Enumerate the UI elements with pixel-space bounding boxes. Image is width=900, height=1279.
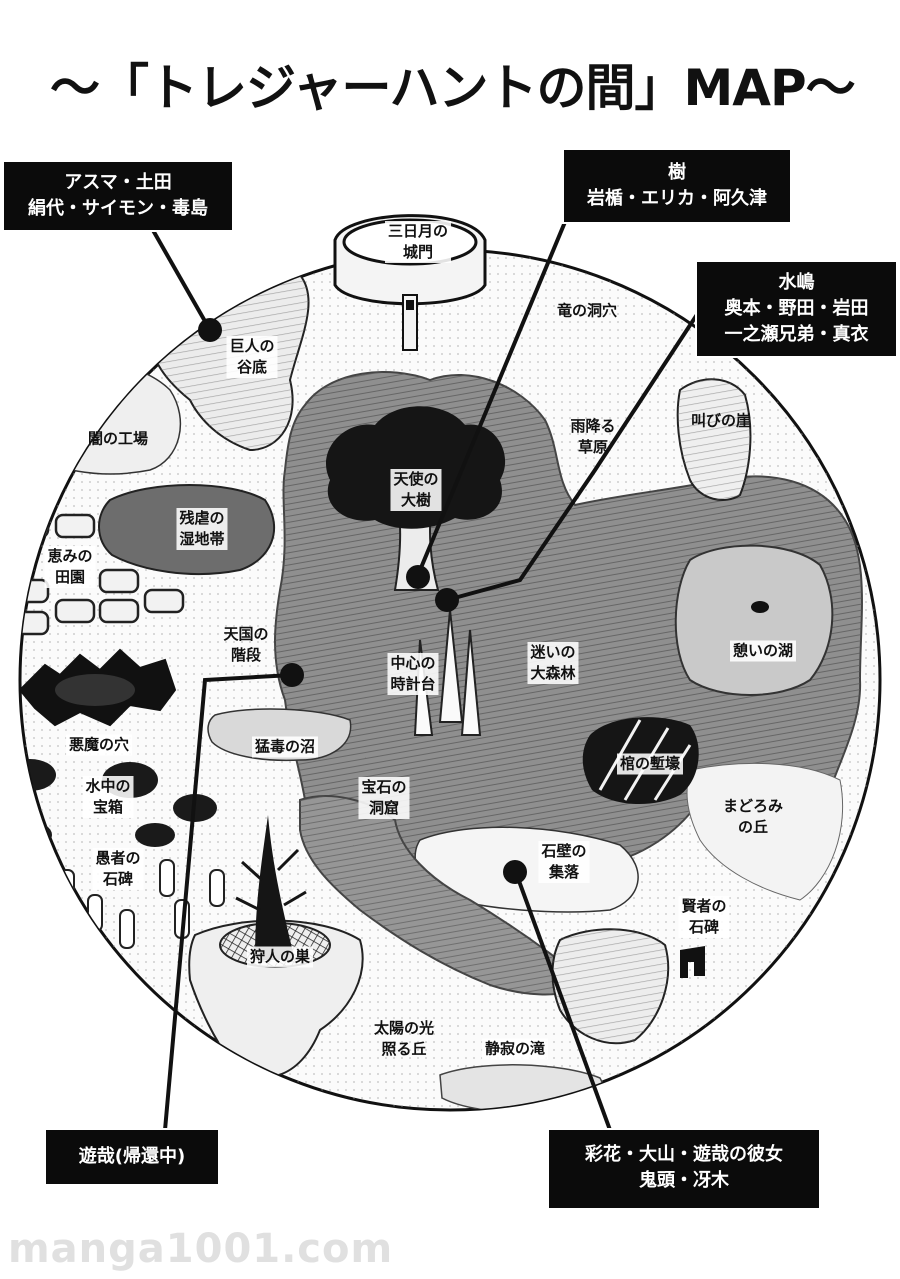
place-dragon-cave: 竜の洞穴 [556,301,618,320]
place-angel-tree: 天使の大樹 [390,469,442,511]
hunter-nest-spire [255,815,295,960]
leader-line-mizushima [446,308,702,602]
place-stone-wall-village: 石壁の集落 [538,841,590,883]
leader-line-ayaka [513,869,612,1131]
place-rainy-grassland: 雨降る草原 [570,417,616,456]
marker-itsuki [406,565,430,589]
page-title: 〜「トレジャーハントの間」MAP〜 [50,59,856,117]
place-underwater-chest: 水中の宝箱 [82,776,134,818]
place-center-clocktower: 中心の時計台 [387,653,439,695]
place-devil-hole: 悪魔の穴 [65,734,133,756]
sage-stele-stone [680,946,705,978]
place-jewel-cave: 宝石の洞窟 [358,777,410,819]
label-group-ayaka: 彩花・大山・遊哉の彼女鬼頭・冴木 [547,1128,821,1210]
place-sunlit-hill: 太陽の光照る丘 [373,1019,435,1058]
place-giant-valley: 巨人の谷底 [226,336,278,378]
label-group-yuya: 遊哉(帰還中) [44,1128,220,1186]
place-sage-stele: 賢者の石碑 [678,896,730,938]
leader-line-yuya [163,673,293,1131]
place-screaming-cliff: 叫びの崖 [690,411,752,430]
place-drowsy-hill: まどろみの丘 [722,797,784,836]
place-hunter-nest: 狩人の巣 [246,946,314,968]
place-cruel-wetland: 残虐の湿地帯 [176,508,228,550]
marker-mizushima [435,588,459,612]
marker-asuma [198,318,222,342]
place-blessed-fields: 恵みの田園 [44,546,96,588]
label-group-mizushima: 水嶋奥本・野田・岩田一之瀬兄弟・真衣 [695,260,898,358]
angel-tree [326,406,506,591]
place-poison-swamp: 猛毒の沼 [251,736,319,758]
place-rest-lake: 憩いの湖 [729,640,797,662]
place-silent-falls: 静寂の滝 [481,1038,549,1060]
leader-line-itsuki [416,221,567,576]
label-group-itsuki: 樹岩楯・エリカ・阿久津 [562,148,792,224]
place-mikazuki-castle-gate: 三日月の城門 [384,221,452,263]
marker-ayaka [503,860,527,884]
label-group-asuma: アスマ・土田絹代・サイモン・毒島 [2,160,234,232]
place-lost-forest: 迷いの大森林 [527,642,579,684]
leader-line-asuma [148,224,212,331]
site-watermark: manga1001.com [8,1226,394,1272]
marker-yuya [280,663,304,687]
place-heaven-stairs: 天国の階段 [223,625,269,664]
place-dark-factory: 闇の工場 [87,429,149,448]
place-coffin-trench: 棺の塹壕 [616,753,684,775]
rest-lake-water [674,544,834,696]
place-fool-stele: 愚者の石碑 [92,848,144,890]
